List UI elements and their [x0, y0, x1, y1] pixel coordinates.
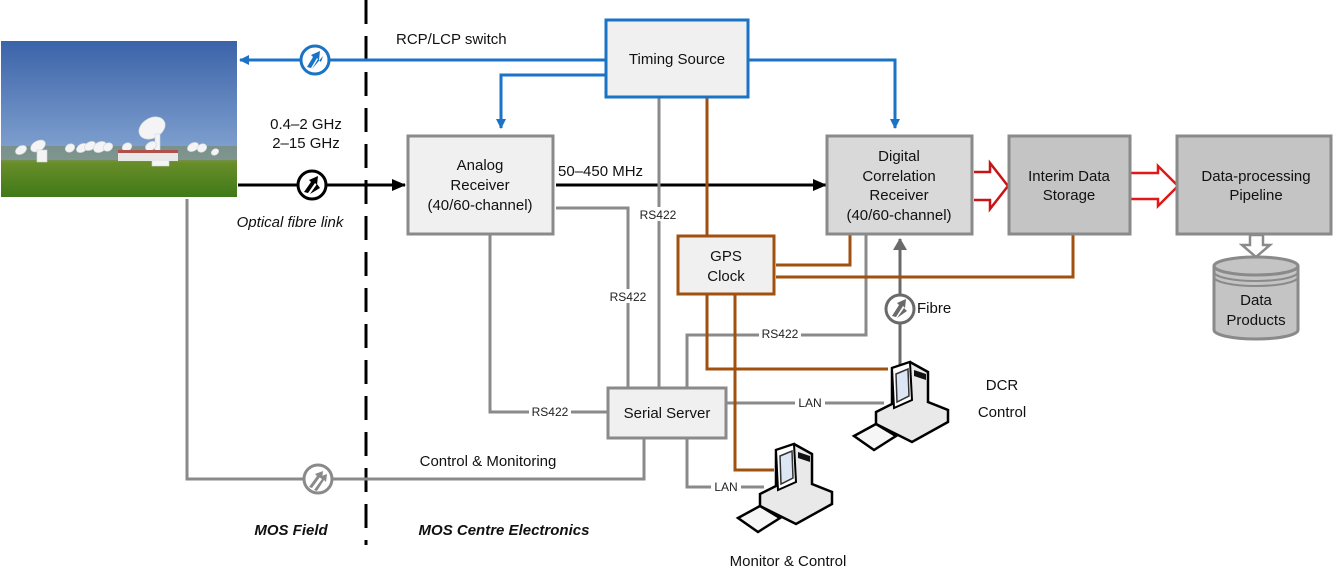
fibre-label: Fibre: [917, 300, 951, 317]
digital-correlation-receiver-box[interactable]: Digital Correlation Receiver (40/60-chan…: [825, 134, 974, 236]
box-label: GPS: [710, 248, 742, 265]
timing-source-box[interactable]: Timing Source: [604, 18, 750, 99]
box-label: Analog: [457, 157, 504, 174]
lan-label: LAN: [798, 396, 821, 410]
box-label: Data-processing: [1201, 168, 1310, 185]
box-label: Clock: [707, 268, 745, 285]
box-label: Interim Data: [1028, 168, 1110, 185]
if-band-label: 50–450 MHz: [558, 163, 643, 180]
gps-links: [705, 97, 1075, 472]
interim-data-storage-box[interactable]: Interim Data Storage: [1007, 134, 1132, 236]
box-label: Serial Server: [624, 405, 711, 422]
antenna-photo: [1, 41, 237, 197]
box-label: Pipeline: [1229, 187, 1282, 204]
black-fibre-icon: [296, 169, 328, 201]
rs422-label: RS422: [532, 405, 569, 419]
mos-centre-label: MOS Centre Electronics: [419, 522, 590, 539]
lan-label: LAN: [714, 480, 737, 494]
analog-serial-rs422-link-2: [488, 235, 607, 414]
box-label: Storage: [1043, 187, 1096, 204]
box-label: Timing Source: [629, 51, 725, 68]
digital-to-interim-arrow: [974, 159, 1010, 213]
gps-monitor-link: [733, 295, 774, 472]
mos-field-label: MOS Field: [254, 522, 328, 539]
frequency-label: 2–15 GHz: [272, 135, 340, 152]
box-label: Correlation: [862, 168, 935, 185]
box-label: (40/60-channel): [846, 207, 951, 224]
data-processing-pipeline-box[interactable]: Data-processing Pipeline: [1175, 134, 1333, 236]
box-label: Digital: [878, 148, 920, 165]
dcr-label: DCR: [986, 377, 1019, 394]
timing-to-analog-link: [496, 73, 606, 129]
timing-to-digital-link: [748, 58, 900, 129]
dcr-control-computer-icon[interactable]: [851, 360, 950, 452]
box-label: (40/60-channel): [427, 197, 532, 214]
analog-serial-rs422-link: [556, 206, 630, 388]
data-products-store[interactable]: Data Products: [1212, 255, 1300, 341]
rs422-label: RS422: [640, 208, 677, 222]
dcr-label: Control: [978, 404, 1026, 421]
interim-to-pipeline-arrow: [1130, 162, 1180, 210]
dark-fibre-icon: [884, 293, 916, 325]
control-links: [185, 97, 884, 489]
gps-digital-link: [776, 235, 852, 267]
frequency-label: 0.4–2 GHz: [270, 116, 342, 133]
monitor-control-label: Monitor & Control: [730, 553, 847, 570]
rcp-lcp-label: RCP/LCP switch: [396, 31, 507, 48]
analog-receiver-box[interactable]: Analog Receiver (40/60-channel): [406, 134, 555, 236]
optical-fibre-label: Optical fibre link: [237, 214, 345, 231]
grey-fibre-icon: [302, 463, 334, 495]
box-label: Receiver: [450, 177, 509, 194]
box-label: Data: [1240, 292, 1272, 309]
monitor-control-computer-icon[interactable]: [735, 442, 834, 534]
serial-server-box[interactable]: Serial Server: [606, 386, 728, 440]
gps-interim-link: [776, 235, 1075, 279]
rs422-label: RS422: [610, 290, 647, 304]
control-monitoring-label: Control & Monitoring: [420, 453, 557, 470]
box-label: Products: [1226, 312, 1285, 329]
blue-fibre-icon: [299, 44, 331, 76]
box-label: Receiver: [869, 187, 928, 204]
control-monitoring-link: [185, 199, 646, 481]
gps-dcr-link: [705, 295, 888, 371]
rs422-label: RS422: [762, 327, 799, 341]
pipeline-to-products-arrow: [1238, 233, 1274, 259]
gps-clock-box[interactable]: GPS Clock: [676, 234, 776, 296]
